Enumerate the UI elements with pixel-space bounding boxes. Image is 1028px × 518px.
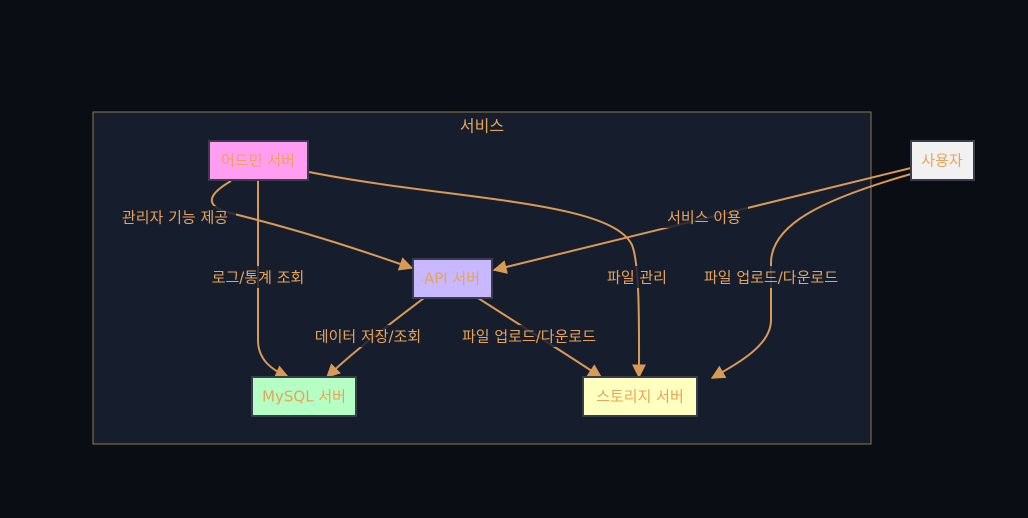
- edge-label-api-mysql: 데이터 저장/조회: [304, 325, 432, 347]
- edge-label-api-storage: 파일 업로드/다운로드: [450, 325, 608, 347]
- node-mysql-server-box[interactable]: [251, 376, 357, 417]
- node-mysql-server[interactable]: MySQL 서버: [251, 376, 357, 417]
- node-user[interactable]: 사용자: [910, 140, 975, 181]
- edge-admin-api[interactable]: [210, 180, 414, 271]
- node-user-label: 사용자: [921, 152, 963, 170]
- edge-label-user-api: 서비스 이용: [660, 206, 748, 228]
- node-storage-server-label: 스토리지 서버: [596, 388, 684, 406]
- edge-label-admin-storage-text: 파일 관리: [607, 269, 667, 287]
- node-user-box[interactable]: [910, 140, 975, 181]
- edge-label-admin-mysql: 로그/통계 조회: [203, 266, 313, 288]
- edge-labels: 관리자 기능 제공 로그/통계 조회 파일 관리 서비스 이용 파일 업로드/다…: [114, 206, 850, 347]
- node-storage-server[interactable]: 스토리지 서버: [582, 376, 698, 417]
- edge-label-api-mysql-text: 데이터 저장/조회: [315, 328, 421, 346]
- node-mysql-server-label: MySQL 서버: [262, 388, 346, 406]
- edge-admin-mysql[interactable]: [257, 181, 290, 379]
- node-api-server-box[interactable]: [412, 258, 493, 299]
- node-admin-server-box[interactable]: [208, 140, 309, 181]
- edge-label-user-storage: 파일 업로드/다운로드: [692, 266, 850, 288]
- edge-label-admin-storage: 파일 관리: [601, 266, 673, 288]
- edge-label-api-storage-text: 파일 업로드/다운로드: [462, 328, 596, 346]
- node-api-server-label: API 서버: [424, 270, 480, 288]
- edge-label-admin-api-text: 관리자 기능 제공: [122, 209, 228, 227]
- node-api-server[interactable]: API 서버: [412, 258, 493, 299]
- edge-admin-storage[interactable]: [308, 171, 647, 379]
- node-storage-server-box[interactable]: [582, 376, 698, 417]
- edge-label-admin-api: 관리자 기능 제공: [114, 206, 236, 228]
- edge-user-storage[interactable]: [710, 173, 912, 379]
- service-cluster-label: 서비스: [460, 117, 504, 136]
- edge-label-user-api-text: 서비스 이용: [667, 209, 741, 227]
- edge-label-admin-mysql-text: 로그/통계 조회: [212, 269, 305, 287]
- node-admin-server-label: 어드민 서버: [221, 152, 295, 170]
- nodes: 어드민 서버 API 서버 MySQL 서버 스토리지 서버 사용자: [208, 140, 975, 417]
- node-admin-server[interactable]: 어드민 서버: [208, 140, 309, 181]
- edge-label-user-storage-text: 파일 업로드/다운로드: [704, 269, 838, 287]
